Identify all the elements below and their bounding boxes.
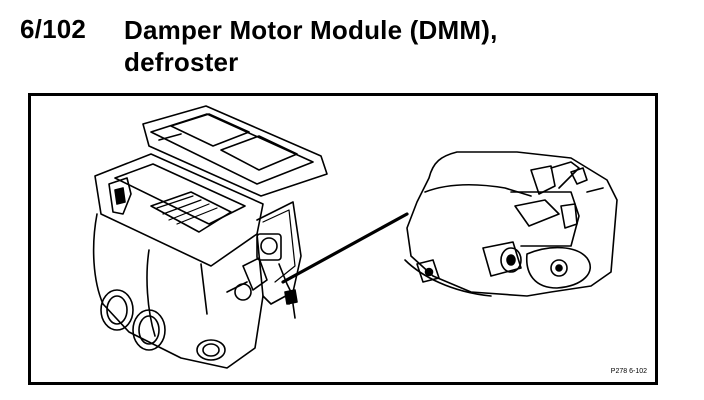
dmm-output-hole (506, 254, 516, 266)
dmm-connector-latch (560, 203, 578, 229)
dmm-mount-ear-left (416, 259, 440, 283)
mount-clip (284, 289, 298, 305)
dmm-tab (530, 165, 556, 195)
dmm-mount-plate (526, 246, 591, 289)
housing-side-inner (262, 209, 296, 283)
dmm-output-shaft (482, 241, 522, 277)
dmm-tab-side (550, 161, 580, 189)
housing-bowl-rib (200, 263, 208, 315)
dmm-mount-ear-hole (424, 267, 434, 277)
dmm-body (406, 151, 618, 297)
hvac-housing-drawing (92, 105, 328, 369)
illustration-frame: P278 6-102 (28, 93, 658, 385)
housing-bowl (92, 213, 264, 369)
dmm-top-edge (424, 183, 532, 197)
outlet-right-inner (202, 343, 220, 357)
outlet-mid-inner (138, 315, 160, 345)
dmm-output-end (500, 247, 522, 273)
dmm-mount-hole-center (555, 264, 563, 272)
outlet-right-outer (196, 339, 226, 361)
housing-connector (108, 177, 132, 215)
housing-side-panel (256, 201, 302, 305)
page-title: Damper Motor Module (DMM), defroster (124, 14, 684, 78)
dmm-detail-drawing (404, 151, 618, 297)
line-drawing (92, 105, 618, 369)
outlet-left-inner (106, 295, 128, 325)
reference-number: 6/102 (20, 14, 87, 44)
callout-leader-line (281, 212, 409, 284)
housing-bowl-seam (146, 249, 156, 337)
housing-grille (150, 191, 232, 233)
dmm-seam (586, 187, 604, 193)
linkage-arm (242, 257, 268, 291)
damper-motor-gear (260, 237, 278, 255)
outlet-left-outer (100, 289, 134, 331)
damper-motor-installed (256, 233, 282, 261)
outlet-mid-outer (132, 309, 166, 351)
mount-tab (292, 303, 296, 319)
housing-top-cover (142, 105, 328, 197)
housing-top-vent-b (220, 135, 298, 171)
dmm-top-clip (570, 167, 588, 185)
housing-top-vent-a (170, 113, 250, 147)
dmm-front-face (510, 191, 580, 247)
title-line-1: Damper Motor Module (DMM), (124, 15, 498, 45)
housing-edge-detail (158, 133, 182, 141)
dmm-base-edge (404, 259, 492, 297)
housing-grille-lines (156, 195, 218, 225)
housing-connector-pin (114, 187, 126, 205)
dmm-connector-socket (514, 199, 560, 227)
dmm-mount-hole (550, 259, 568, 277)
title-line-2: defroster (124, 47, 239, 77)
figure-code: P278 6-102 (610, 368, 647, 375)
linkage-strut (226, 281, 248, 293)
